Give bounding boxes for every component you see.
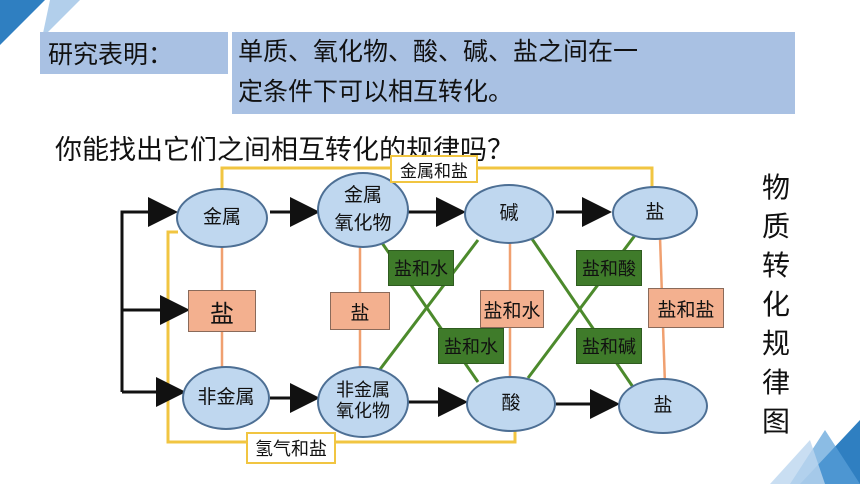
node-metal: 金属 (176, 188, 268, 248)
side-title-char: 规 (761, 327, 790, 360)
side-title-char: 质 (761, 210, 790, 243)
side-title-char: 律 (761, 366, 790, 399)
black-arrows (120, 197, 620, 419)
node-acid: 酸 (466, 376, 556, 432)
node-salt-top: 盐 (612, 186, 698, 240)
node-metal-oxide: 金属 氧化物 (317, 172, 409, 248)
side-title: 物 质 转 化 规 律 图 (758, 168, 794, 441)
box-salt-left: 盐 (188, 290, 256, 332)
box-green-salt-acid: 盐和酸 (576, 250, 642, 286)
node-nonmetal: 非金属 (182, 366, 270, 430)
research-statement: 单质、氧化物、酸、碱、盐之间在一 定条件下可以相互转化。 (232, 32, 795, 114)
side-title-char: 物 (761, 171, 790, 204)
corner-decoration-top-left (0, 0, 80, 45)
side-title-char: 转 (761, 249, 790, 282)
box-salt-water-center: 盐和水 (480, 290, 544, 328)
box-hydrogen-and-salt: 氢气和盐 (246, 432, 336, 464)
corner-decoration-bottom-right (770, 420, 860, 484)
side-title-char: 化 (761, 288, 790, 321)
box-green-salt-base: 盐和碱 (576, 328, 642, 364)
node-metal-oxide-line2: 氧化物 (334, 212, 392, 234)
statement-line-1: 单质、氧化物、酸、碱、盐之间在一 (238, 37, 639, 66)
research-label: 研究表明： (40, 32, 228, 74)
box-green-salt-water-1: 盐和水 (388, 250, 454, 286)
box-metal-and-salt: 金属和盐 (390, 155, 478, 183)
node-metal-oxide-line1: 金属 (343, 184, 382, 207)
node-nonmetal-oxide-line2: 氧化物 (336, 401, 390, 422)
node-nonmetal-oxide: 非金属 氧化物 (317, 366, 409, 438)
box-green-salt-water-2: 盐和水 (438, 328, 504, 364)
node-nonmetal-oxide-line1: 非金属 (336, 380, 390, 402)
side-title-char: 图 (761, 405, 790, 438)
statement-line-2: 定条件下可以相互转化。 (238, 77, 514, 106)
box-salt-salt-right: 盐和盐 (648, 288, 724, 328)
box-salt-mid: 盐 (330, 292, 390, 330)
node-salt-bottom: 盐 (618, 378, 708, 434)
node-base: 碱 (464, 184, 554, 244)
